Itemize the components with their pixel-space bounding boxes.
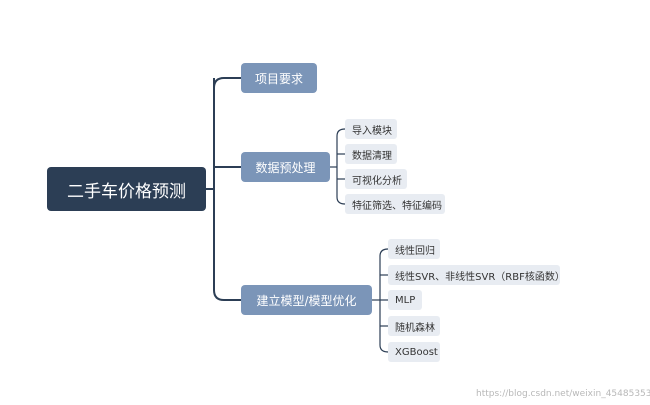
branch-node-project-requirements: 项目要求 [241, 63, 317, 93]
leaf-node-linear-regression: 线性回归 [388, 239, 440, 259]
leaf-node-visual-analysis: 可视化分析 [345, 169, 407, 189]
leaf-node-random-forest: 随机森林 [388, 316, 440, 336]
leaf-node-mlp: MLP [388, 290, 422, 310]
leaf-node-xgboost: XGBoost [388, 342, 440, 362]
watermark-text: https://blog.csdn.net/weixin_45485353 [476, 389, 650, 399]
leaf-node-import-modules: 导入模块 [345, 119, 397, 139]
root-node: 二手车价格预测 [47, 167, 206, 211]
branch-node-data-preprocessing: 数据预处理 [241, 152, 330, 182]
leaf-node-feature-selection-encoding: 特征筛选、特征编码 [345, 194, 445, 214]
leaf-node-data-cleaning: 数据清理 [345, 144, 397, 164]
leaf-node-svr: 线性SVR、非线性SVR（RBF核函数） [388, 265, 565, 285]
branch-node-modeling: 建立模型/模型优化 [241, 285, 372, 315]
